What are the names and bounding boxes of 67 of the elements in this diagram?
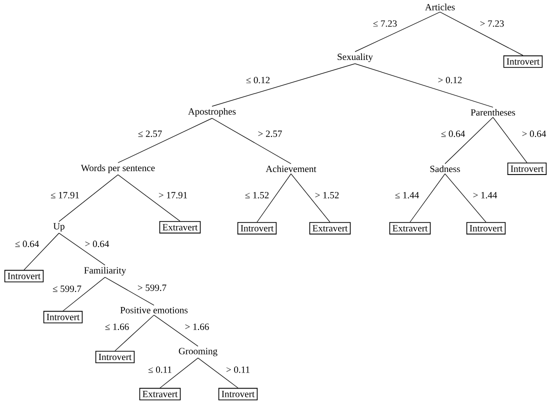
branch-line	[118, 118, 212, 164]
edge-label: > 2.57	[257, 130, 283, 138]
branch-line	[154, 314, 198, 347]
edge-label: ≤ 1.44	[394, 191, 420, 200]
branch-line	[492, 117, 528, 163]
branch-line	[58, 232, 106, 266]
branch-line	[440, 12, 524, 56]
branch-line	[256, 174, 292, 222]
edge-label: > 0.64	[84, 240, 110, 248]
leaf-box: Introvert	[4, 270, 44, 282]
branch-line	[160, 358, 198, 388]
edge-label: > 1.66	[184, 322, 210, 331]
leaf-box: Introvert	[43, 310, 83, 324]
edge-label: ≤ 1.52	[244, 191, 270, 200]
leaf-box: Introvert	[507, 162, 547, 175]
leaf-box: Introvert	[95, 350, 135, 364]
leaf-box: Extravert	[389, 222, 431, 234]
edge-label: > 17.91	[158, 191, 188, 200]
branch-line	[58, 174, 118, 222]
branch-line	[118, 174, 180, 222]
branch-line	[354, 63, 494, 108]
edge-label: ≤ 0.12	[245, 76, 271, 84]
branch-line	[354, 12, 440, 52]
branch-line	[410, 174, 446, 222]
edge-label: ≤ 0.64	[14, 240, 40, 248]
edge-label: > 0.12	[437, 76, 463, 84]
branch-line	[290, 174, 330, 222]
leaf-box: Introvert	[503, 55, 543, 68]
branch-line	[212, 63, 356, 107]
branch-line	[212, 118, 292, 164]
edge-label: ≤ 2.57	[137, 130, 163, 138]
attribute-label: Sadness	[430, 165, 460, 172]
branch-line	[24, 232, 60, 270]
edge-label: > 0.64	[521, 130, 547, 138]
leaf-box: Extravert	[159, 221, 201, 234]
leaf-box: Extravert	[139, 388, 181, 400]
edge-label: ≤ 1.66	[104, 322, 130, 331]
attribute-label: Sexuality	[338, 53, 373, 62]
edge-label: ≤ 0.64	[440, 130, 466, 138]
branch-line	[104, 276, 154, 306]
leaf-box: Introvert	[466, 222, 506, 234]
edge-label: > 1.44	[472, 191, 498, 200]
branch-line	[444, 174, 486, 222]
attribute-label: Familiarity	[84, 266, 126, 276]
edge-label: > 0.11	[225, 366, 251, 374]
edge-label: ≤ 599.7	[52, 284, 82, 293]
leaf-box: Introvert	[218, 388, 258, 400]
attribute-label: Up	[53, 223, 64, 232]
edge-label: > 7.23	[479, 20, 505, 28]
leaf-box: Extravert	[309, 222, 351, 234]
attribute-label: Grooming	[178, 348, 218, 356]
attribute-label: Achievement	[266, 165, 316, 172]
leaf-box: Introvert	[237, 222, 277, 234]
edge-label: > 1.52	[314, 191, 340, 200]
attribute-label: Words per sentence	[80, 164, 155, 174]
branch-line	[444, 117, 494, 164]
edge-label: ≤ 17.91	[50, 191, 80, 200]
attribute-label: Apostrophes	[188, 108, 236, 117]
attribute-label: Articles	[425, 4, 455, 10]
branch-line	[198, 358, 238, 388]
branch-line	[62, 276, 106, 312]
attribute-label: Parentheses	[470, 108, 516, 116]
edge-label: > 599.7	[136, 284, 168, 292]
edge-label: ≤ 0.11	[147, 366, 173, 374]
attribute-label: Positive emotions	[120, 307, 188, 314]
branch-line	[114, 314, 154, 352]
edge-label: ≤ 7.23	[372, 20, 398, 28]
